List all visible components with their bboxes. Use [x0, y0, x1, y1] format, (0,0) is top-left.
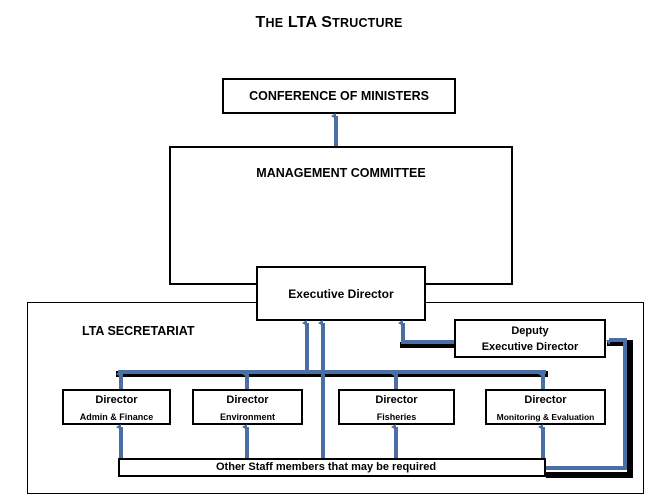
title-tructure: TRUCTURE	[332, 16, 403, 30]
deputy-line2: Executive Director	[481, 341, 579, 353]
director-title: Director	[375, 394, 418, 406]
director-unit: Environment	[219, 412, 275, 422]
title-initial-t: T	[255, 14, 266, 31]
conference-of-ministers-label: CONFERENCE OF MINISTERS	[249, 89, 429, 103]
director-unit: Admin & Finance	[79, 412, 154, 422]
secretariat-label: LTA SECRETARIAT	[82, 324, 195, 338]
management-committee-label: MANAGEMENT COMMITTEE	[256, 166, 426, 180]
deputy-executive-director-box: Deputy Executive Director	[454, 319, 606, 358]
loop-shadow	[546, 340, 633, 478]
director-unit: Monitoring & Evaluation	[496, 412, 595, 422]
deputy-line1: Deputy	[511, 325, 549, 337]
other-staff-box: Other Staff members that may be required	[118, 458, 546, 477]
director-title: Director	[524, 394, 567, 406]
director-fisheries-box: Director Fisheries	[338, 389, 455, 425]
other-staff-label: Other Staff members that may be required	[216, 461, 437, 473]
director-environment-box: Director Environment	[192, 389, 303, 425]
director-title: Director	[226, 394, 269, 406]
arrow-staff-to-deputy	[546, 338, 627, 470]
arrow-deputy-to-executive	[398, 320, 454, 344]
title-he: HE	[265, 16, 284, 30]
director-title: Director	[95, 394, 138, 406]
director-unit: Fisheries	[376, 412, 417, 422]
title-lta: LTA	[287, 14, 317, 31]
executive-director-label: Executive Director	[288, 287, 394, 301]
director-monitoring-evaluation-box: Director Monitoring & Evaluation	[485, 389, 606, 425]
title-initial-s: S	[321, 14, 333, 31]
deputy-link-shadow	[400, 342, 455, 348]
executive-director-box: Executive Director	[256, 266, 426, 321]
diagram-title: THE LTA STRUCTURE	[0, 14, 658, 32]
conference-of-ministers-box: CONFERENCE OF MINISTERS	[222, 78, 456, 114]
